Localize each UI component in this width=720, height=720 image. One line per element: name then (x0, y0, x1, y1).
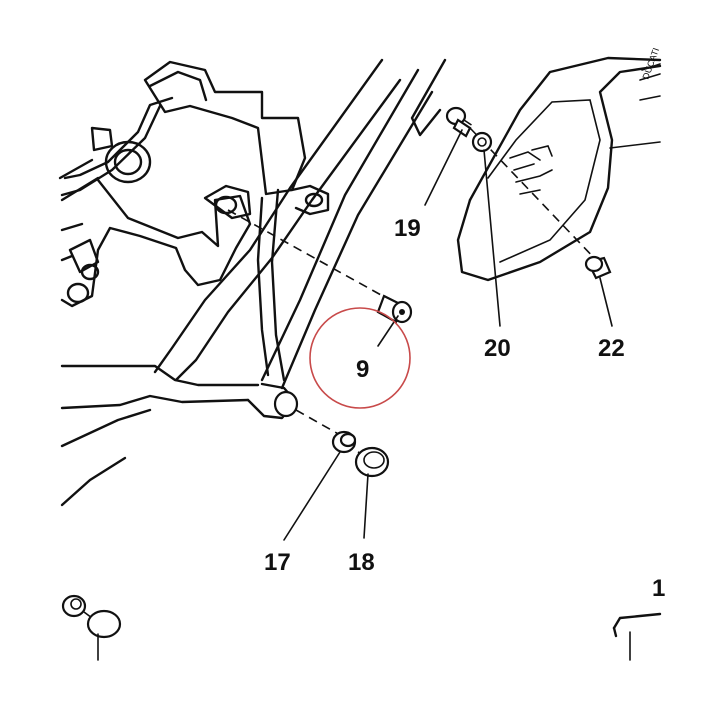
callout-22[interactable]: 22 (598, 335, 625, 362)
callout-17[interactable]: 17 (264, 549, 291, 576)
callout-labels: 9 17 18 19 20 22 1 (264, 215, 665, 602)
callout-19[interactable]: 19 (394, 215, 421, 242)
part-17-bushing[interactable] (331, 430, 357, 454)
callout-20[interactable]: 20 (484, 335, 511, 362)
part-22-grommet[interactable] (584, 255, 612, 280)
assembly-guide-lines (227, 119, 599, 461)
callout-18[interactable]: 18 (348, 549, 375, 576)
part-18-cap[interactable] (354, 446, 390, 478)
part-9-spacer[interactable] (376, 294, 413, 324)
callout-1[interactable]: 1 (652, 575, 665, 602)
part-19-bolt[interactable] (445, 106, 472, 138)
part-bottom-left-fastener[interactable] (61, 594, 122, 639)
callout-9[interactable]: 9 (356, 356, 369, 383)
side-cover-panel: DUCATI (456, 46, 662, 282)
highlight-circle (309, 307, 411, 409)
part-20-washer[interactable] (471, 131, 493, 153)
svg-text:DUCATI: DUCATI (640, 46, 661, 80)
part-bottom-right-fragment (612, 612, 662, 638)
leader-lines (97, 129, 631, 661)
frame-linework (58, 58, 447, 507)
